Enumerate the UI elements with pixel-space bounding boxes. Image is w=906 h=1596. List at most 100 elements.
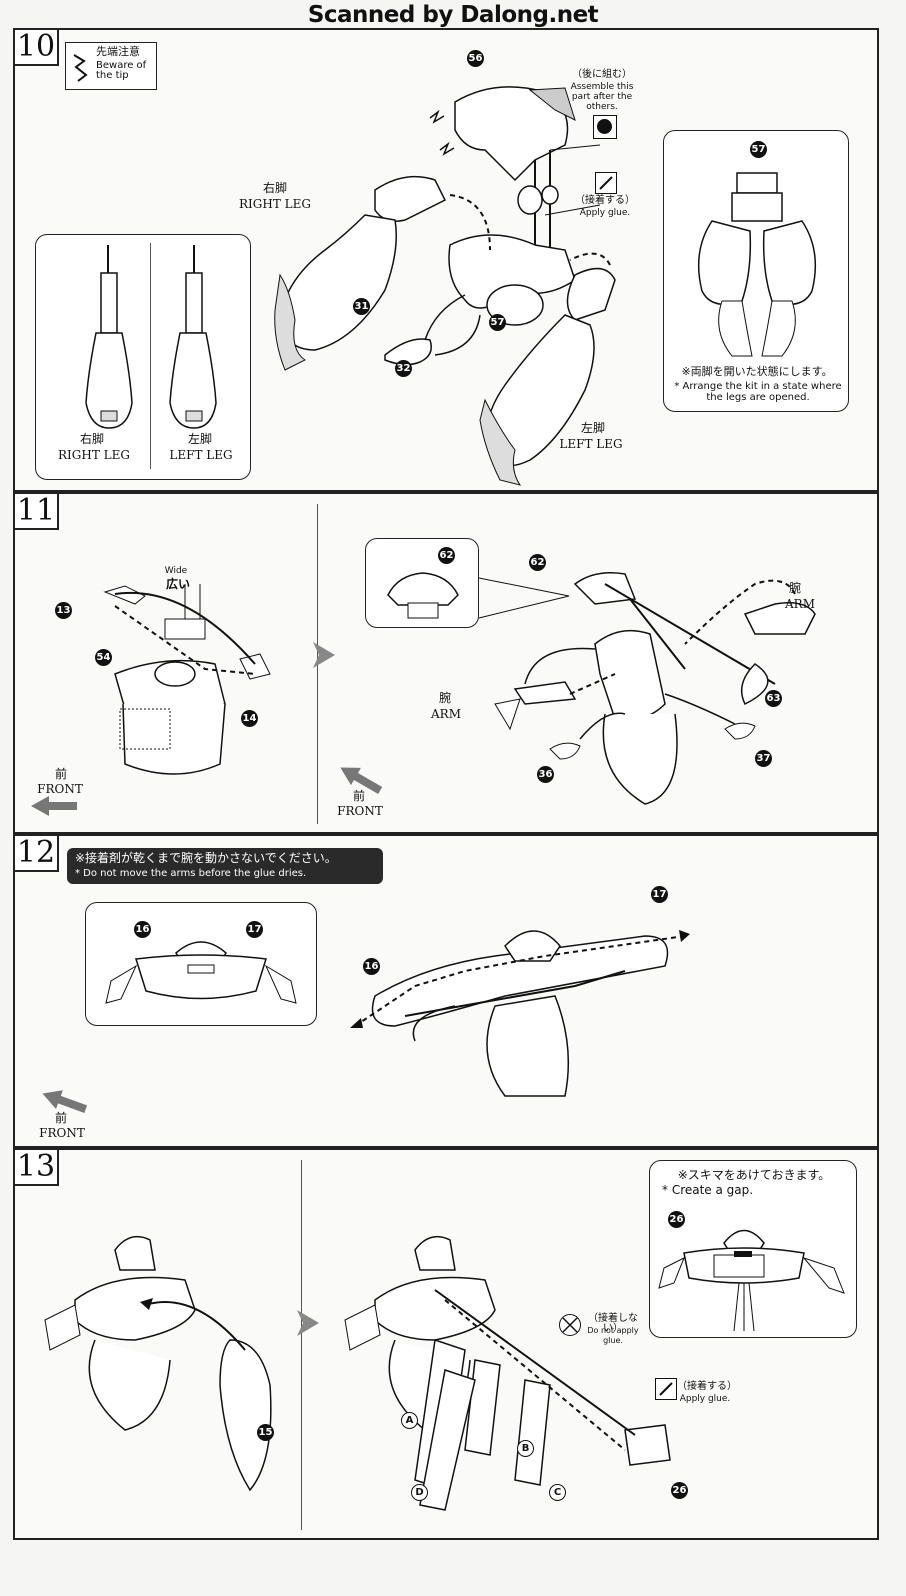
legs-open-drawing [697,172,817,357]
gap-detail-box: ※スキマをあけておきます。 * Create a gap. 26 [649,1160,857,1338]
front-jp-2: 前 [352,789,365,803]
right-leg-en: RIGHT LEG [239,197,311,211]
part-36-label: 36 [537,766,554,783]
part-26-label: 26 [671,1482,688,1499]
part-56-label: 56 [467,50,484,67]
part-63-label: 63 [765,690,782,707]
part-32-label: 32 [395,360,412,377]
shoulder-detail-box: 16 17 [85,902,317,1026]
step-13-panel: 13 15 26 A B C D （接着しない） Do not apply gl… [13,1148,879,1540]
front-arrow-icon-3 [42,1090,88,1113]
part-54-label: 54 [95,649,112,666]
part-37-label: 37 [755,750,772,767]
next-arrow-icon-2 [297,1310,319,1336]
part-26-detail-label: 26 [668,1211,685,1228]
part-15-label: 15 [257,1424,274,1441]
glue-en: Apply glue. [579,208,631,218]
step-11-panel: 11 Wide 広い 13 54 14 前 FRONT 62 [13,492,879,834]
step-number: 10 [15,30,59,66]
part-16-label: 16 [363,958,380,975]
arm-en-2: ARM [431,707,461,721]
spark-icon [73,54,88,82]
part-57-label: 57 [489,314,506,331]
assemble-later-en: Assemble this part after the others. [570,82,634,112]
step-12-main-drawing [350,930,690,1097]
assemble-later-icon [593,115,617,139]
legs-open-inset-box: 57 ※両脚を開いた状態にします。 * Arrange the kit in a… [663,130,849,412]
gap-en: * Create a gap. [662,1183,754,1197]
inset-divider [150,243,151,469]
part-17-label: 17 [651,886,668,903]
front-jp-3: 前 [54,1111,67,1125]
legs-open-note-jp: ※両脚を開いた状態にします。 [681,365,833,378]
part-62-label: 62 [529,554,546,571]
tip-en: Beware of the tip [96,60,147,81]
next-arrow-icon [313,642,335,668]
glue-icon [595,172,617,194]
inset-left-leg-en: LEFT LEG [169,448,233,462]
step-13-left-drawing [44,1235,272,1492]
front-en-2: FRONT [337,804,383,818]
letter-b: B [517,1440,534,1457]
step-13-right-drawing [344,1235,671,1511]
part-31-label: 31 [353,298,370,315]
wide-jp: 広い [165,577,190,591]
step-11-right-drawing [494,572,816,805]
inset-right-leg-en: RIGHT LEG [58,448,130,462]
notice-en: * Do not move the arms before the glue d… [75,868,307,879]
step-12-panel: 12 ※接着剤が乾くまで腕を動かさないでください。 * Do not move … [13,834,879,1148]
legs-open-note-en: * Arrange the kit in a state where the l… [674,381,842,403]
step-number: 13 [15,1150,59,1186]
glue-en-2: Apply glue. [679,1394,731,1404]
arm-en-1: ARM [785,597,815,611]
tip-warning: 先端注意 Beware of the tip [65,42,157,90]
tip-jp: 先端注意 [96,45,140,58]
part-62-detail-label: 62 [438,547,455,564]
arm-jp-1: 腕 [788,581,801,595]
part-13-label: 13 [55,602,72,619]
part-62-detail-box: 62 [365,538,479,628]
shoulder-detail-drawing [105,941,297,1004]
right-leg-jp: 右脚 [262,181,287,195]
step-number: 11 [15,494,59,530]
step-13-divider [301,1160,302,1530]
assemble-later-jp: （後に組む） [572,69,632,80]
part-62-detail-drawing [387,572,459,619]
gap-jp: ※スキマをあけておきます。 [677,1168,831,1182]
no-glue-icon [559,1314,581,1336]
gap-detail-drawing [658,1229,845,1332]
letter-a: A [401,1412,418,1429]
letter-d: D [411,1484,428,1501]
leg-inset-box: 右脚 RIGHT LEG 左脚 LEFT LEG [35,234,251,480]
watermark: Scanned by Dalong.net [307,2,599,28]
step-number: 12 [15,836,59,872]
arm-jp-2: 腕 [438,691,451,705]
inset-right-leg-jp: 右脚 [79,432,104,446]
inset-left-leg-jp: 左脚 [187,432,212,446]
left-leg-inset-drawing [169,245,217,429]
glue-jp: （接着する） [575,195,635,206]
step-11-left-drawing [103,584,271,775]
front-jp-1: 前 [54,767,67,781]
glue-icon-2 [655,1378,677,1400]
wide-en: Wide [164,566,188,576]
front-en-3: FRONT [39,1126,85,1140]
step-10-panel: 10 先端注意 Beware of the tip [13,28,879,492]
part-14-label: 14 [241,710,258,727]
left-leg-en: LEFT LEG [559,437,623,451]
no-glue-en: Do not apply glue. [587,1326,639,1345]
front-en-1: FRONT [37,782,83,796]
no-glue-jp: （接着しない） [588,1313,638,1334]
arm-glue-notice: ※接着剤が乾くまで腕を動かさないでください。 * Do not move the… [67,848,383,884]
left-leg-jp: 左脚 [580,421,605,435]
part-57-inset-label: 57 [750,141,767,158]
detail-callout-lines [478,577,570,619]
part-17-detail-label: 17 [246,921,263,938]
right-leg-inset-drawing [85,245,133,429]
part-16-detail-label: 16 [134,921,151,938]
glue-jp-2: （接着する） [677,1381,737,1392]
front-arrow-icon-2 [340,767,383,794]
letter-c: C [549,1484,566,1501]
front-arrow-icon [31,796,77,816]
notice-jp: ※接着剤が乾くまで腕を動かさないでください。 [75,851,337,865]
